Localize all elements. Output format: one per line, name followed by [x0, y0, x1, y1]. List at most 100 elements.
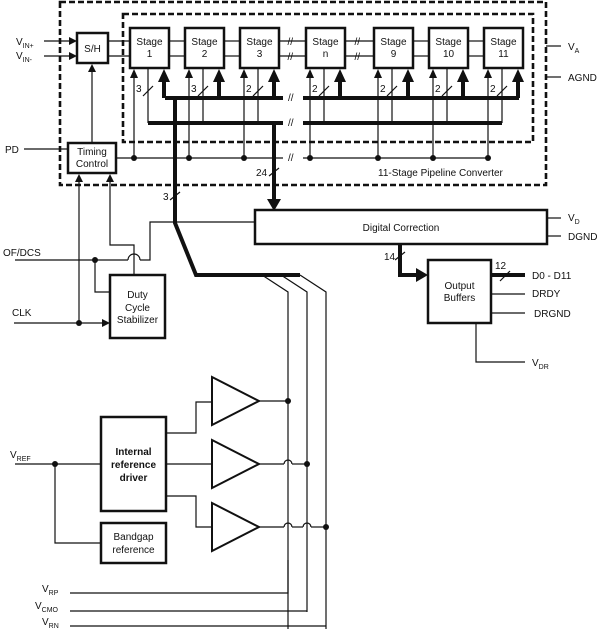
break-mark: //: [288, 93, 294, 104]
dgnd-label: DGND: [568, 232, 597, 243]
stage-bit-count: 2: [312, 84, 318, 95]
svg-text:VD: VD: [568, 213, 580, 226]
svg-text:Stage: Stage: [435, 37, 462, 48]
clk-label: CLK: [12, 308, 32, 319]
svg-text:driver: driver: [120, 473, 148, 484]
bus-width-24: 24: [256, 168, 268, 179]
svg-text:n: n: [323, 49, 329, 60]
svg-text:Digital Correction: Digital Correction: [363, 223, 440, 234]
arrow-icon: [268, 69, 280, 82]
svg-text:Stage: Stage: [246, 37, 273, 48]
drgnd-label: DRGND: [534, 309, 571, 320]
timing-control-block: Timing Control: [66, 141, 118, 175]
data-output-label: D0 - D11: [532, 271, 572, 282]
pd-label: PD: [5, 145, 19, 156]
vin-minus-input: VIN-: [16, 51, 77, 64]
pipeline-label: 11-Stage Pipeline Converter: [378, 168, 504, 179]
bandgap-reference-block: Bandgap reference: [99, 521, 168, 565]
break-mark: //: [288, 37, 294, 48]
arrow-icon: [106, 174, 114, 182]
reference-amplifier-2: [211, 438, 262, 490]
internal-reference-driver-block: Internal reference driver: [99, 415, 168, 513]
svg-text:Cycle: Cycle: [125, 303, 150, 314]
arrow-icon: [457, 69, 469, 82]
arrow-icon: [416, 268, 428, 282]
svg-text:9: 9: [391, 49, 397, 60]
arrow-icon: [69, 37, 77, 45]
stage-bit-count: 2: [246, 84, 252, 95]
stage-bit-count: 2: [435, 84, 441, 95]
arrow-icon: [402, 69, 414, 82]
junction-dot: [485, 155, 491, 161]
arrow-icon: [88, 64, 96, 72]
svg-text:Bandgap: Bandgap: [113, 532, 153, 543]
arrow-icon: [69, 52, 77, 60]
arrow-icon: [185, 69, 193, 78]
digital-correction-block: Digital Correction: [253, 208, 549, 246]
bus-width-12: 12: [495, 261, 507, 272]
svg-text:3: 3: [257, 49, 263, 60]
adc-core-boundary: [58, 0, 548, 187]
stage-bit-count: 3: [136, 84, 142, 95]
svg-text:Output: Output: [444, 281, 474, 292]
arrow-icon: [374, 69, 382, 78]
drdy-label: DRDY: [532, 289, 561, 300]
svg-text:VRN: VRN: [42, 617, 59, 629]
vin-plus-input: VIN+: [16, 37, 77, 50]
svg-text:Duty: Duty: [127, 290, 148, 301]
svg-text:Stage: Stage: [490, 37, 517, 48]
arrow-icon: [213, 69, 225, 82]
svg-text:VREF: VREF: [10, 450, 31, 463]
junction-dot: [76, 320, 82, 326]
svg-text:VRP: VRP: [42, 584, 59, 597]
svg-text:11: 11: [498, 49, 509, 60]
stage-bit-count: 3: [191, 84, 197, 95]
svg-text:10: 10: [443, 49, 455, 60]
svg-text:reference: reference: [111, 460, 156, 471]
of-dcs-label: OF/DCS: [3, 248, 41, 259]
svg-text:Stage: Stage: [136, 37, 163, 48]
break-mark: //: [355, 37, 361, 48]
arrow-icon: [102, 319, 110, 327]
arrow-icon: [334, 69, 346, 82]
agnd-label: AGND: [568, 73, 597, 84]
junction-dot: [285, 398, 291, 404]
arrow-icon: [484, 69, 492, 78]
junction-dot: [323, 524, 329, 530]
svg-text:Internal: Internal: [115, 447, 151, 458]
svg-text:reference: reference: [112, 545, 155, 556]
arrow-icon: [158, 69, 170, 82]
break-mark: //: [288, 52, 294, 63]
svg-text:VDR: VDR: [532, 358, 549, 371]
output-buffers-block: Output Buffers: [426, 258, 493, 325]
sample-hold-block: S/H: [75, 31, 110, 65]
svg-text:Stage: Stage: [312, 37, 339, 48]
svg-text:1: 1: [147, 49, 153, 60]
svg-text:Timing: Timing: [77, 147, 107, 158]
svg-text:S/H: S/H: [84, 44, 101, 55]
svg-text:Stage: Stage: [380, 37, 407, 48]
arrow-icon: [306, 69, 314, 78]
svg-text:Stage: Stage: [191, 37, 218, 48]
stage-bit-count: 2: [380, 84, 386, 95]
svg-text:VIN-: VIN-: [16, 51, 33, 64]
reference-amplifier-1: [211, 375, 262, 427]
svg-text:VA: VA: [568, 42, 580, 55]
arrow-icon: [429, 69, 437, 78]
arrow-icon: [267, 199, 281, 211]
arrow-icon: [512, 69, 524, 82]
svg-text:Buffers: Buffers: [444, 293, 476, 304]
svg-text:2: 2: [202, 49, 208, 60]
bus-width-14: 14: [384, 252, 396, 263]
svg-text:VIN+: VIN+: [16, 37, 34, 50]
break-mark: //: [355, 52, 361, 63]
svg-text:VCMO: VCMO: [35, 601, 59, 614]
break-mark: //: [288, 153, 294, 164]
stage-bit-count: 2: [490, 84, 496, 95]
